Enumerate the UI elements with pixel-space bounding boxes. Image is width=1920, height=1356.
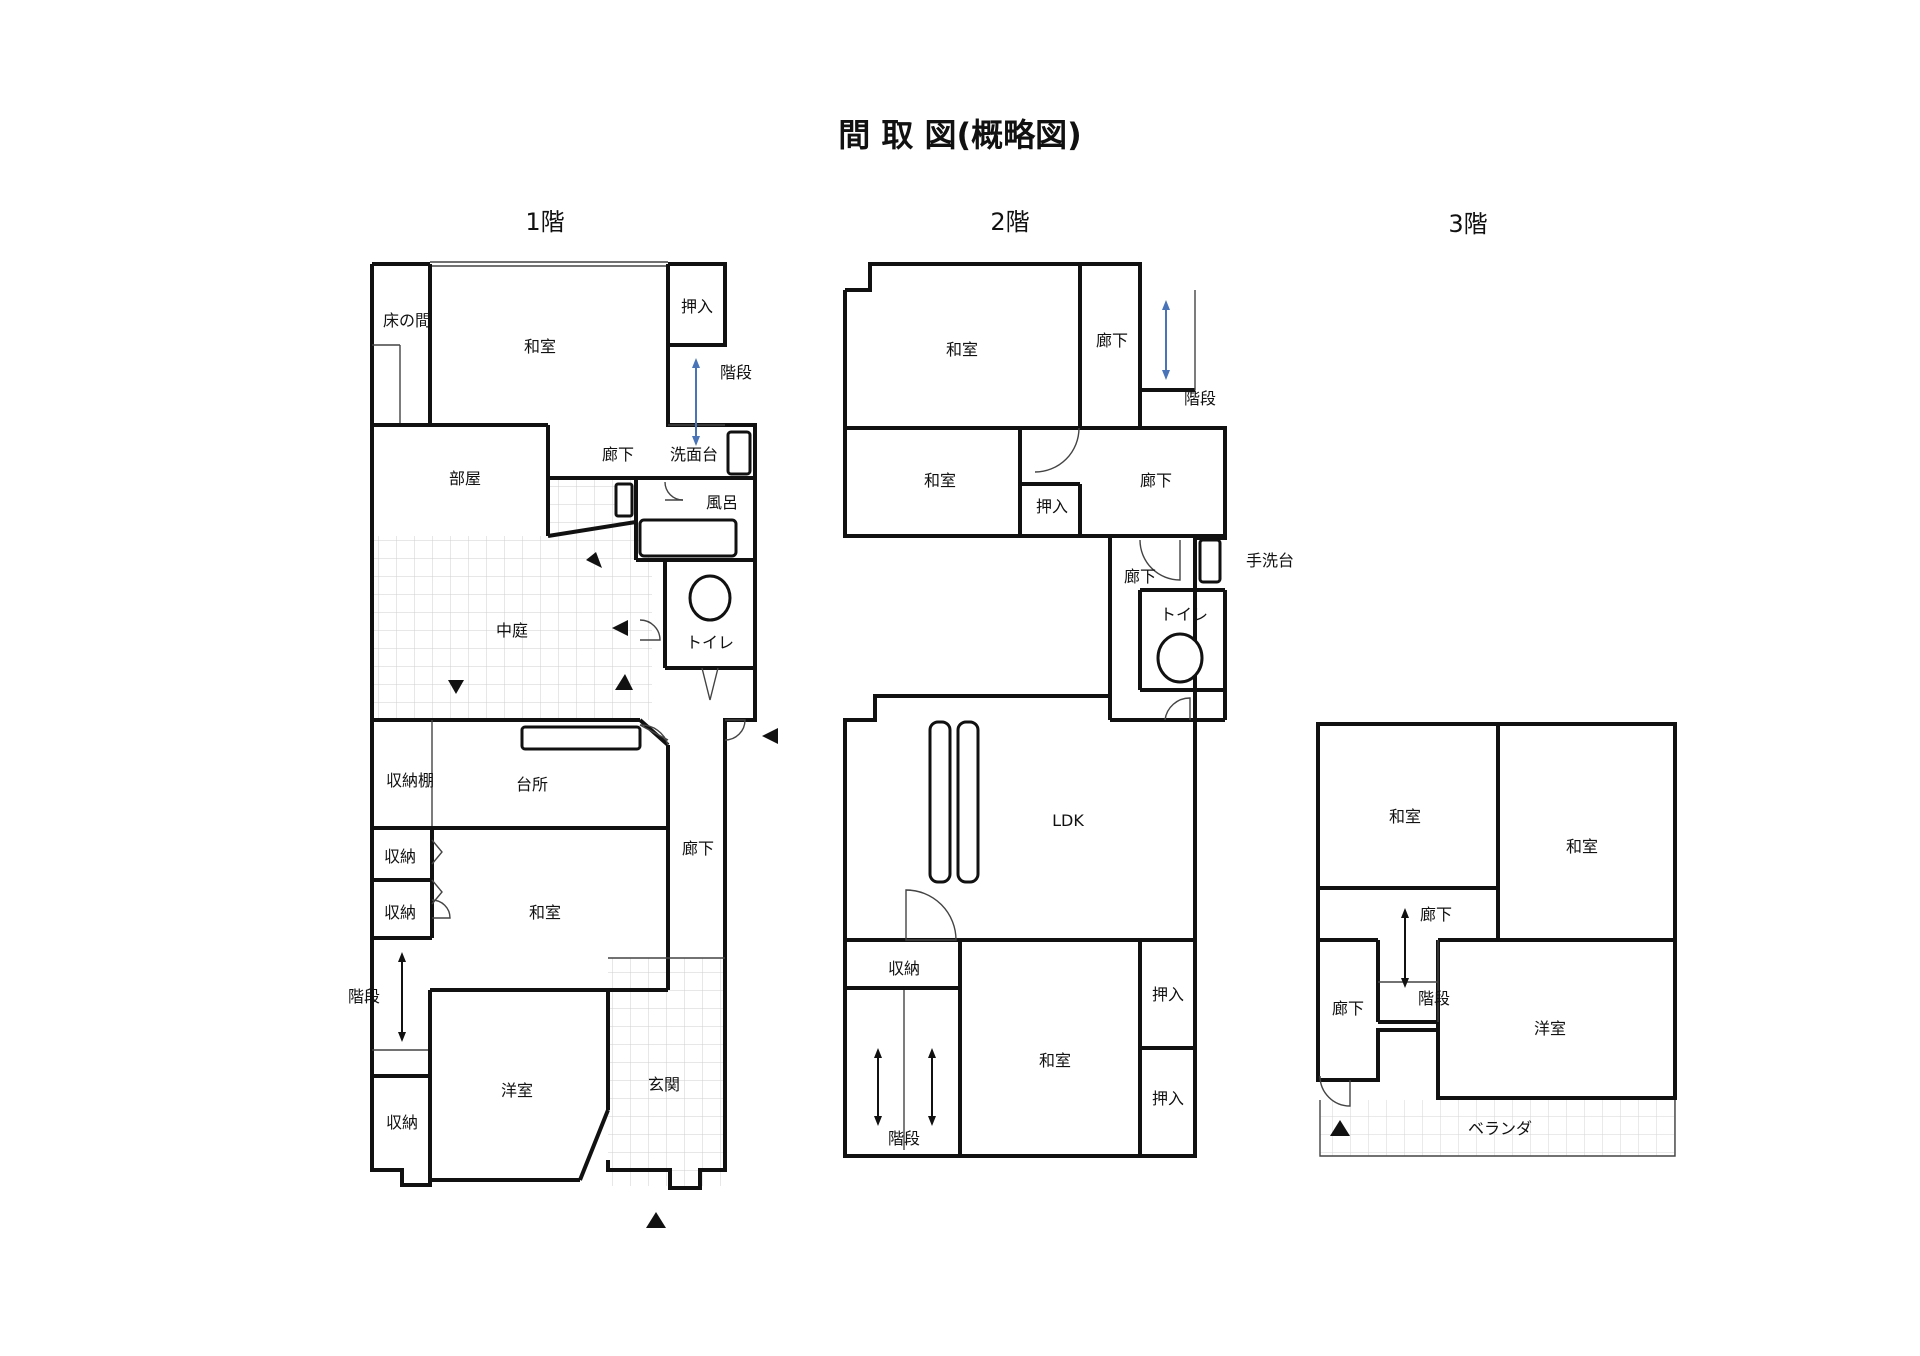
courtyard-tiles [372,536,652,720]
page-title: 間 取 図(概略図) [838,116,1082,154]
f1-daidokoro-label: 台所 [516,775,548,794]
f2-rouka-small-label: 廊下 [1124,567,1156,586]
floor-2-plan: 和室 廊下 階段 和室 押入 廊下 手洗台 廊下 トイレ LDK 収納 和室 押… [843,262,1294,1158]
entrance-tiles [608,958,724,1186]
floor-label-3f: 3階 [1448,210,1487,238]
f3-veranda-label: ベランダ [1468,1119,1532,1138]
f1-nakaniwa-label: 中庭 [496,621,528,640]
f1-shuunou-1-label: 収納 [384,847,416,866]
f1-rouka-right-label: 廊下 [682,839,714,858]
floor-3-plan: 和室 和室 廊下 階段 廊下 洋室 ベランダ [1316,722,1677,1157]
f1-senmendai-label: 洗面台 [670,445,718,464]
f1-washitsu-mid-label: 和室 [529,903,561,922]
f2-oshiire-1-label: 押入 [1152,985,1184,1004]
floor-label-1f: 1階 [525,208,564,236]
f1-kaidan-left-label: 階段 [348,987,380,1006]
f1-shuunoudana-label: 収納棚 [386,771,434,790]
f1-tokonoma-label: 床の間 [383,311,431,330]
f2-washitsu-mid-label: 和室 [924,471,956,490]
f1-shuunou-3-label: 収納 [386,1113,418,1132]
f2-oshiire-2-label: 押入 [1152,1089,1184,1108]
f2-tearaidai-label: 手洗台 [1246,551,1294,570]
entrance-arrow [646,1212,666,1228]
f1-furo-label: 風呂 [706,493,738,512]
f1-shuunou-2-label: 収納 [384,903,416,922]
f2-kaidan-label: 階段 [1184,389,1216,408]
f1-toilet-label: トイレ [686,633,734,652]
f3-youshitsu-label: 洋室 [1534,1019,1566,1038]
f2-washitsu-top-label: 和室 [946,340,978,359]
f1-heya-label: 部屋 [449,469,481,488]
f3-kaidan-label: 階段 [1418,989,1450,1008]
f1-rouka-top-label: 廊下 [602,445,634,464]
f2-oshiire-mid-label: 押入 [1036,497,1068,516]
f2-rouka-mid-label: 廊下 [1140,471,1172,490]
f3-rouka-mid-label: 廊下 [1420,905,1452,924]
f2-toilet-label: トイレ [1160,605,1208,624]
f3-rouka-left-label: 廊下 [1332,999,1364,1018]
floor-1-plan: 床の間 和室 押入 階段 廊下 洗面台 部屋 風呂 中庭 トイレ 収納棚 台所 … [348,261,778,1228]
f2-ldk-label: LDK [1052,811,1084,830]
f1-oshiire-label: 押入 [681,297,713,316]
f1-genkan-label: 玄関 [648,1075,680,1094]
f2-kaidan-bottom-label: 階段 [888,1129,920,1148]
f1-kaidan-top-label: 階段 [720,363,752,382]
floor-label-2f: 2階 [990,208,1029,236]
f2-washitsu-bottom-label: 和室 [1039,1051,1071,1070]
f2-shuunou-label: 収納 [888,959,920,978]
veranda-tiles [1320,1100,1675,1156]
f2-rouka-top-label: 廊下 [1096,331,1128,350]
f1-washitsu-top-label: 和室 [524,337,556,356]
f3-washitsu-right-label: 和室 [1566,837,1598,856]
f1-youshitsu-label: 洋室 [501,1081,533,1100]
f3-washitsu-left-label: 和室 [1389,807,1421,826]
